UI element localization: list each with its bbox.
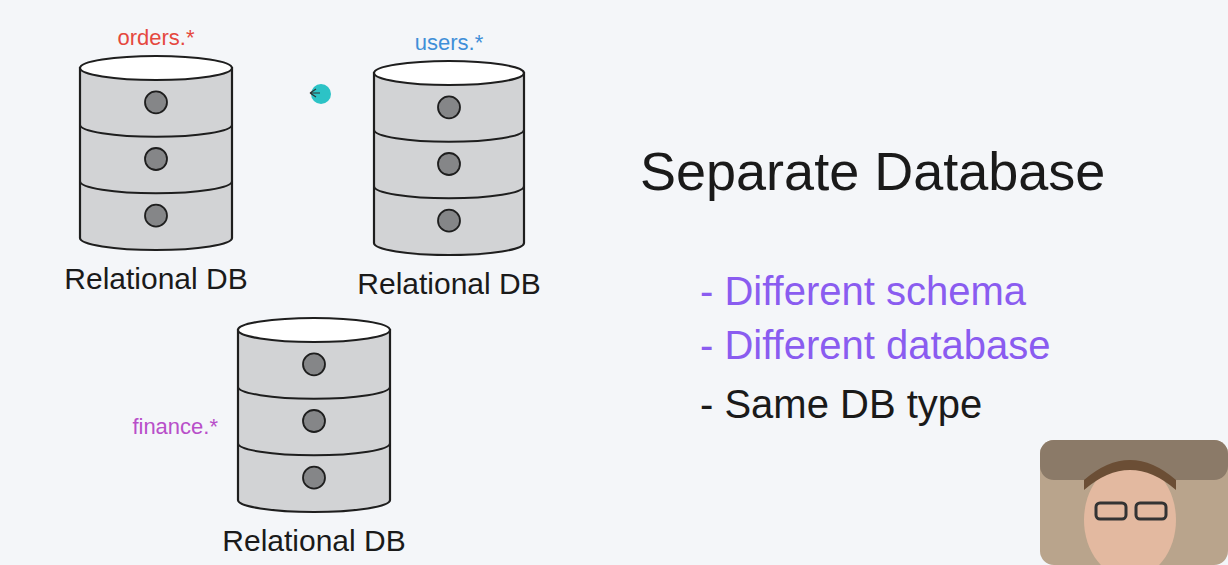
title: Separate Database bbox=[640, 140, 1105, 202]
database-cylinder: finance.*Relational DB bbox=[236, 318, 392, 512]
cylinder-outline bbox=[372, 61, 526, 255]
schema-label: users.* bbox=[415, 30, 483, 55]
database-type-label: Relational DB bbox=[64, 262, 247, 297]
bullet-point: - Different database bbox=[700, 322, 1051, 368]
cylinder-outline bbox=[78, 56, 234, 250]
webcam-picture bbox=[1040, 440, 1228, 565]
bullet-point: - Different schema bbox=[700, 268, 1026, 314]
database-cylinder: users.*Relational DB bbox=[372, 61, 526, 255]
bullet-point: - Same DB type bbox=[700, 381, 982, 427]
database-cylinder: orders.*Relational DB bbox=[78, 56, 234, 250]
cylinder-outline bbox=[236, 318, 392, 512]
database-type-label: Relational DB bbox=[357, 267, 540, 302]
schema-label: finance.* bbox=[132, 414, 218, 439]
schema-label: orders.* bbox=[117, 25, 194, 50]
database-type-label: Relational DB bbox=[222, 524, 405, 559]
cursor-dot bbox=[310, 84, 331, 104]
